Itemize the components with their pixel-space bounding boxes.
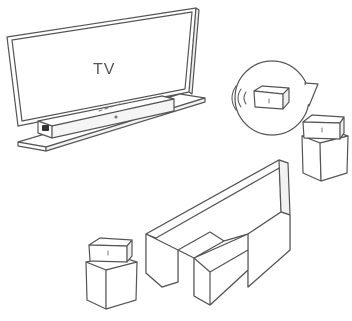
- speaker-left-side: [126, 239, 133, 263]
- soundbar-indicator: [114, 115, 118, 119]
- soundbar-control-buttons: [98, 103, 121, 112]
- stand-left-side: [105, 261, 138, 310]
- speaker-left-rear: [85, 237, 138, 310]
- stand-right-side: [319, 135, 349, 182]
- sofa-back-side: [278, 159, 291, 216]
- sofa-front-panel: [193, 233, 249, 306]
- soundbar-side: [51, 98, 175, 139]
- tv-screen: [11, 11, 193, 122]
- stand-left-front: [85, 261, 107, 310]
- tv-side-edge: [188, 7, 200, 95]
- callout-speaker: [253, 85, 290, 110]
- sofa-arm-left: [145, 233, 179, 288]
- tv: TV: [6, 7, 200, 127]
- speaker-right-side: [339, 116, 345, 140]
- sofa: [145, 159, 291, 306]
- soundbar: [37, 95, 175, 139]
- soundbar-logo-badge: [42, 125, 49, 131]
- speaker-right-rear: [301, 114, 349, 182]
- wireless-signal-icon: [231, 85, 247, 111]
- tv-label: TV: [93, 61, 115, 78]
- speaker-wireless-callout: [231, 60, 319, 136]
- stand-right-front: [301, 135, 322, 182]
